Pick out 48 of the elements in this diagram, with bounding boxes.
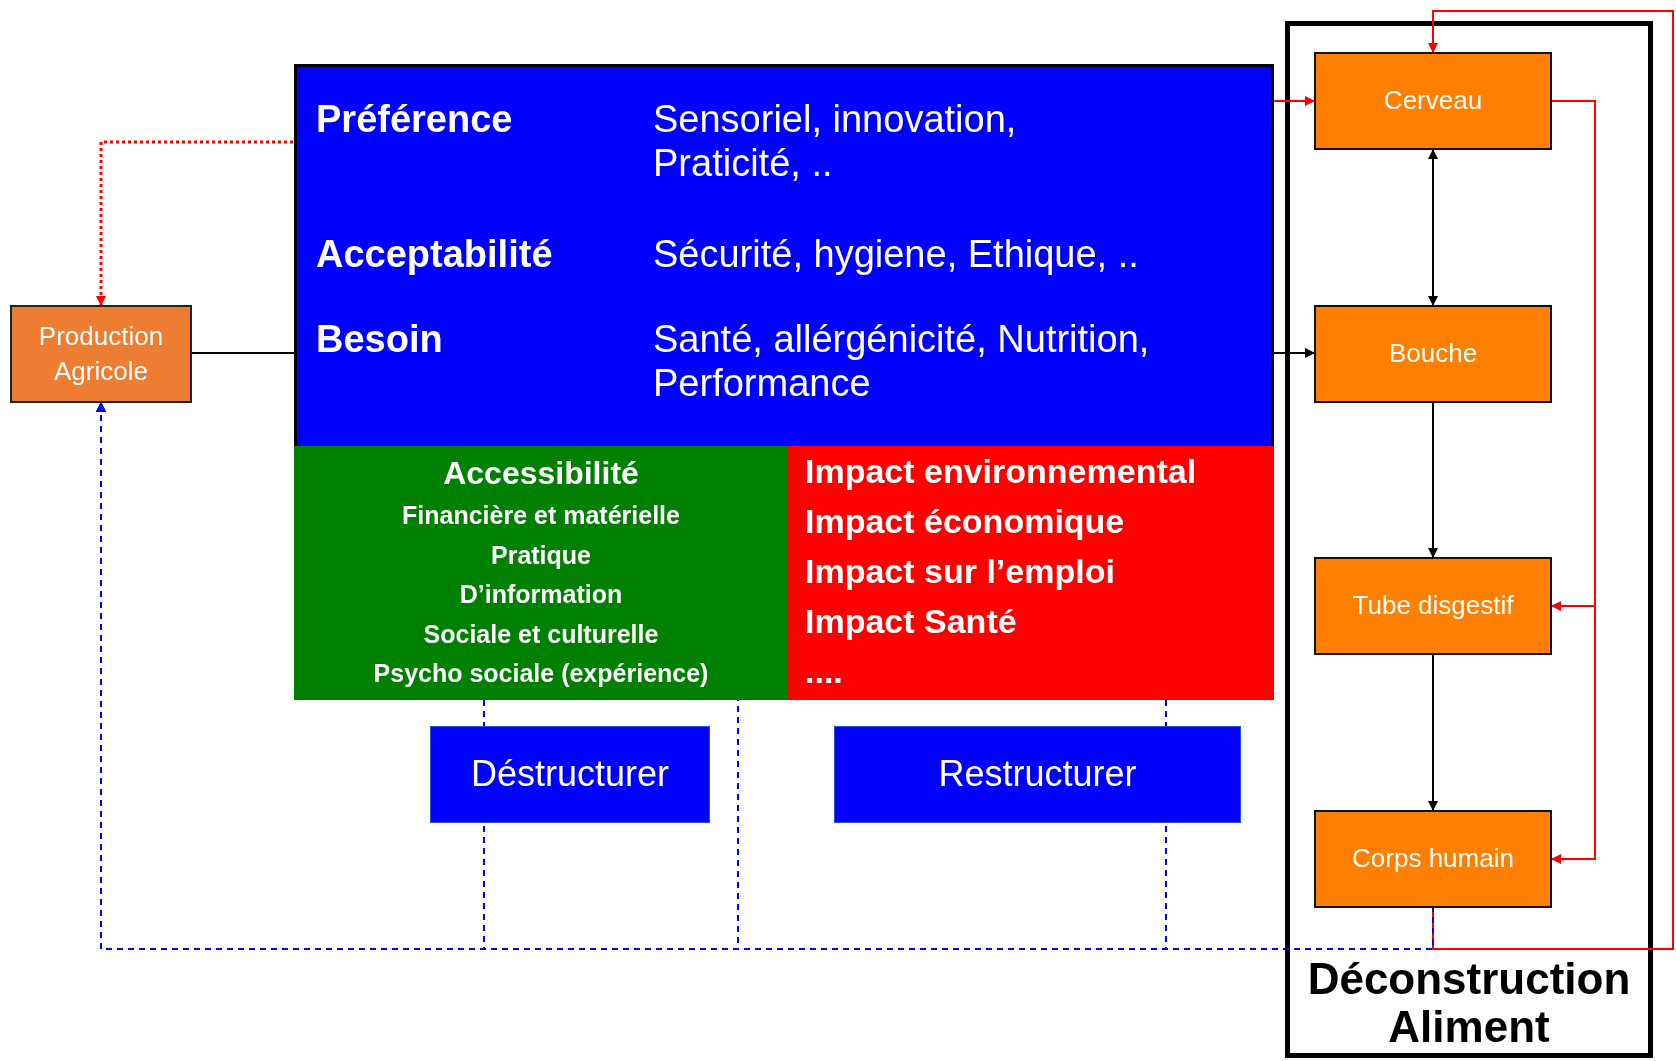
panel-heading: Accessibilité bbox=[442, 454, 640, 493]
action-box bbox=[834, 726, 1241, 823]
list-item: Psycho sociale (expérience) bbox=[372, 658, 710, 688]
box-label: Corps humain bbox=[1352, 842, 1514, 876]
criterion-text: Santé, allérgénicité, Nutrition, Performance bbox=[653, 317, 1151, 405]
arrow bbox=[1428, 149, 1438, 306]
list-item: Impact économique bbox=[805, 501, 1125, 542]
organ-box bbox=[1314, 557, 1552, 655]
box-label: Déstructurer bbox=[470, 752, 670, 797]
arrow bbox=[1273, 96, 1315, 106]
connector-line bbox=[1165, 699, 1167, 727]
list-item: Financière et matérielle bbox=[401, 500, 681, 530]
list-item: D’information bbox=[458, 579, 624, 609]
action-box bbox=[430, 726, 710, 823]
arrow bbox=[96, 140, 294, 306]
box-label: Production Agricole bbox=[37, 319, 165, 388]
arrow bbox=[96, 402, 1167, 950]
arrow bbox=[1273, 348, 1315, 358]
arrow bbox=[1428, 654, 1438, 811]
criteria-panel bbox=[294, 64, 1274, 700]
connector-line bbox=[483, 699, 485, 727]
box-label: Cerveau bbox=[1383, 84, 1483, 118]
list-item: Sociale et culturelle bbox=[422, 618, 660, 649]
list-item: Impact environnemental bbox=[805, 451, 1197, 492]
list-item: Impact sur l’emploi bbox=[805, 551, 1115, 592]
list-item: Pratique bbox=[490, 539, 592, 570]
criterion-heading: Acceptabilité bbox=[316, 232, 554, 276]
frame-title: Déconstruction Aliment bbox=[1306, 955, 1632, 1051]
box-label: Bouche bbox=[1388, 337, 1478, 371]
box-label: Restructurer bbox=[938, 752, 1137, 797]
criterion-text: Sécurité, hygiene, Ethique, .. bbox=[653, 232, 1140, 276]
organ-box bbox=[1314, 52, 1552, 150]
arrow bbox=[1428, 402, 1438, 558]
organ-box bbox=[1314, 810, 1552, 908]
connector-line bbox=[191, 352, 295, 354]
list-item: .... bbox=[805, 651, 843, 692]
organ-box bbox=[1314, 305, 1552, 403]
group-frame bbox=[1285, 21, 1653, 1058]
criterion-heading: Besoin bbox=[316, 317, 444, 361]
box-label: Tube disgestif bbox=[1352, 589, 1514, 623]
criterion-text: Sensoriel, innovation, Praticité, .. bbox=[653, 97, 1018, 185]
list-item: Impact Santé bbox=[805, 601, 1017, 642]
process-box bbox=[10, 305, 192, 403]
arrow bbox=[1551, 100, 1596, 864]
arrow bbox=[1428, 10, 1674, 950]
accessibility-panel bbox=[294, 446, 788, 700]
impact-panel bbox=[788, 446, 1274, 700]
criterion-heading: Préférence bbox=[316, 97, 514, 141]
